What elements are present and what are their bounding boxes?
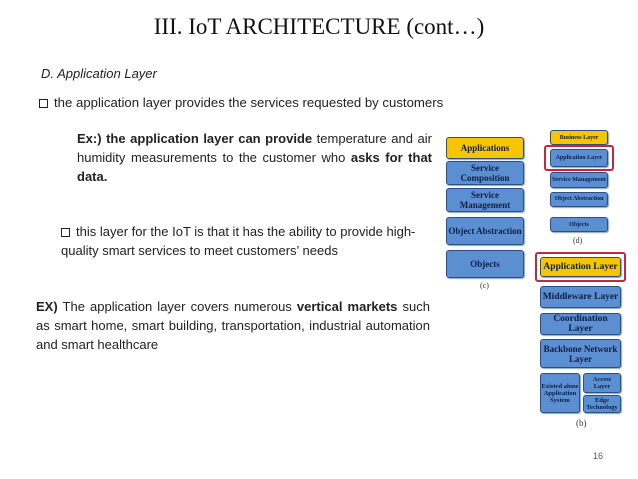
layer-block: Object Abstraction (550, 192, 608, 207)
diagram-caption: (c) (480, 281, 489, 290)
highlight-box (544, 145, 614, 171)
checkbox-bullet-icon (61, 228, 70, 237)
page-number: 16 (593, 451, 604, 461)
layer-block: Backbone Network Layer (540, 339, 621, 368)
example-bold-end: asks for that data. (77, 150, 432, 184)
example2-paragraph: EX) The application layer covers numerou… (36, 297, 430, 354)
layer-block: Service Management (446, 188, 524, 212)
example-bold: Ex:) the application layer can provide (77, 131, 313, 146)
example2-label: EX) (36, 299, 58, 314)
layer-block: Object Abstraction (446, 217, 524, 245)
example2-text: The application layer covers numerous (57, 299, 297, 314)
example2-bold: vertical markets (296, 299, 398, 314)
checkbox-bullet-icon (39, 99, 48, 108)
diagram-caption: (b) (576, 418, 587, 428)
bullet-smart-services: this layer for the IoT is that it has th… (61, 222, 436, 260)
layer-block: Applications (446, 137, 524, 159)
bullet-text: this layer for the IoT is that it has th… (61, 224, 416, 258)
example2-text-end: such as smart home, smart building, tran… (36, 299, 430, 352)
slide-title: III. IoT ARCHITECTURE (cont…) (153, 14, 485, 39)
layer-block: Service Composition (446, 161, 524, 185)
example-text: temperature and air humidity measurement… (77, 131, 432, 165)
example-paragraph: Ex:) the application layer can provide t… (77, 129, 432, 186)
layer-block: Objects (550, 217, 608, 232)
layer-block: Business Layer (550, 130, 608, 145)
highlight-box (535, 252, 626, 282)
layer-block: Objects (446, 250, 524, 278)
layer-block: Application Layer (540, 257, 621, 277)
layer-block: Coordination Layer (540, 313, 621, 335)
layer-block: Middleware Layer (540, 286, 621, 308)
layer-block: Edge Technology (583, 395, 621, 413)
bullet-text: the application layer provides the servi… (54, 95, 444, 110)
layer-block: Existed alone Application System (540, 373, 580, 413)
diagram-caption: (d) (573, 236, 583, 245)
section-heading: D. Application Layer (41, 66, 157, 81)
layer-block: Service Management (550, 172, 608, 188)
layer-block: Application Layer (550, 149, 608, 167)
layer-block: Access Layer (583, 373, 621, 393)
bullet-application-layer: the application layer provides the servi… (39, 95, 443, 110)
